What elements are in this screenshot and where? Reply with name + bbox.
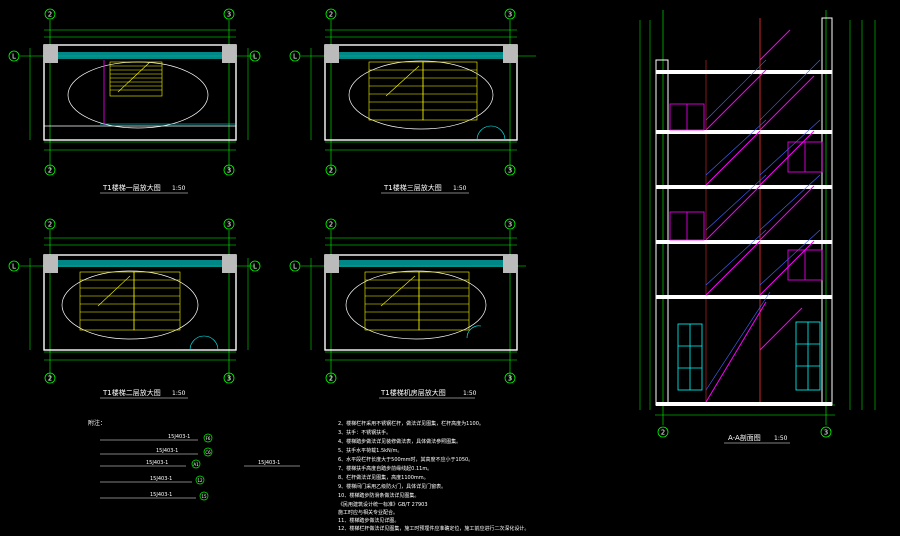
legend-ref: 15J403-1 bbox=[150, 492, 172, 498]
stair-flight bbox=[368, 61, 478, 121]
section-doors bbox=[669, 103, 823, 281]
plan-2: 2 3 2 3 L L T1楼梯二层 bbox=[8, 218, 261, 399]
note-line: 6、水平段栏杆长度大于500mm时，其高度不应小于1050。 bbox=[338, 456, 473, 463]
note-line: 9、楼梯间门采用乙级防火门，具体详见门窗表。 bbox=[338, 483, 446, 490]
walls bbox=[43, 254, 237, 351]
note-line: 12、楼梯栏杆做法详见图集，施工时预埋件应准确定位，施工前应进行二次深化设计。 bbox=[338, 525, 529, 532]
axis-right-top: 3 bbox=[508, 221, 512, 229]
note-line: 3、扶手：不锈钢扶手。 bbox=[338, 429, 391, 436]
stair-flight bbox=[79, 271, 181, 331]
axis-row-left: L bbox=[12, 263, 16, 271]
legend-tag: F6 bbox=[206, 436, 211, 441]
axis-left-top: 2 bbox=[48, 11, 52, 19]
door-swings bbox=[189, 335, 219, 351]
axis-right-top: 3 bbox=[227, 11, 231, 19]
axis-left-bottom: 2 bbox=[48, 375, 52, 383]
axis-row-left: L bbox=[293, 53, 297, 61]
plan-scale: 1:50 bbox=[172, 390, 186, 397]
legend-heading: 附注： bbox=[88, 419, 106, 427]
plan-machine: 2 3 2 3 L T1楼梯机房层放大图 bbox=[289, 218, 526, 399]
legend-ref: 15J403-1 bbox=[146, 460, 168, 466]
note-line: 2、楼梯栏杆采用不锈钢栏杆，做法详见图集，栏杆高度为1100。 bbox=[338, 420, 484, 427]
note-line: 10、楼梯踏步防滑条做法详见图集。 bbox=[338, 492, 419, 499]
axis-left-top: 2 bbox=[329, 221, 333, 229]
legend-row: 15J403-1 F6 bbox=[100, 433, 213, 443]
legend-ref: 15J403-1 bbox=[168, 434, 190, 440]
walls bbox=[324, 44, 518, 141]
axis-right-bottom: 3 bbox=[227, 375, 231, 383]
legend-ref-2: 15J403-1 bbox=[258, 460, 280, 466]
section-glazing bbox=[677, 321, 821, 391]
legend-tag: A1 bbox=[193, 462, 199, 467]
note-line: 7、楼梯扶手高度自踏步前缘线起0.11m。 bbox=[338, 465, 432, 472]
notes: 2、楼梯栏杆采用不锈钢栏杆，做法详见图集，栏杆高度为1100。 3、扶手：不锈钢… bbox=[338, 420, 529, 532]
legend-ref: 15J403-1 bbox=[156, 448, 178, 454]
axis-right-bottom: 3 bbox=[227, 167, 231, 175]
axis-left-top: 2 bbox=[48, 221, 52, 229]
stair-outline bbox=[61, 270, 199, 340]
legend: 附注： 15J403-1 F6 15J403-1 C6 15J403-1 A1 … bbox=[88, 419, 300, 501]
note-line: 11、楼梯踏步做法见详图。 bbox=[338, 517, 399, 524]
axis-row-left: L bbox=[293, 263, 297, 271]
plan-scale: 1:50 bbox=[172, 185, 186, 192]
legend-tag: C6 bbox=[205, 450, 211, 455]
walls bbox=[43, 44, 237, 141]
section-axes: 2 3 bbox=[657, 10, 832, 438]
section-scale: 1:50 bbox=[774, 435, 788, 442]
axis-left-top: 2 bbox=[329, 11, 333, 19]
dimension-lines bbox=[310, 29, 517, 151]
stair-outline bbox=[345, 270, 487, 340]
axis-row-left: L bbox=[12, 53, 16, 61]
section-title: A-A剖面图 bbox=[728, 433, 761, 442]
axis-row-right: L bbox=[253, 263, 257, 271]
plan-1: 2 3 2 3 L L bbox=[8, 8, 261, 194]
plan-scale: 1:50 bbox=[463, 390, 477, 397]
note-line: 4、楼梯踏步做法详见装修做法表，具体做法参照图集。 bbox=[338, 438, 461, 445]
legend-row: 15J403-1 15 bbox=[100, 491, 209, 501]
axis-right-bottom: 3 bbox=[508, 375, 512, 383]
door-swings bbox=[476, 125, 506, 141]
stair-outline bbox=[348, 60, 494, 130]
note-line: 《民用建筑设计统一标准》GB/T 27903 bbox=[338, 501, 428, 508]
door-swings bbox=[466, 325, 482, 339]
legend-row: 15J403-1 A1 15J403-1 bbox=[100, 459, 300, 469]
note-line: 8、栏杆做法详见图集，高度1100mm。 bbox=[338, 474, 429, 481]
section-a-a: 2 3 bbox=[639, 10, 876, 444]
plan-title: T1楼梯三层放大图 bbox=[383, 183, 442, 192]
dimension-lines bbox=[29, 29, 249, 151]
walls bbox=[324, 254, 518, 351]
note-line: 施工时应与相关专业配合。 bbox=[338, 509, 398, 516]
dimension-lines bbox=[310, 237, 517, 361]
stair-flights bbox=[705, 29, 815, 403]
axis-left-bottom: 2 bbox=[329, 375, 333, 383]
plan-3: 2 3 2 3 L T1楼梯三层放大图 bbox=[289, 8, 536, 194]
legend-row: 15J403-1 12 bbox=[100, 475, 205, 485]
axis-right-bottom: 3 bbox=[508, 167, 512, 175]
floor-slabs bbox=[656, 70, 832, 406]
section-axis-right: 3 bbox=[824, 429, 828, 437]
axis-right-top: 3 bbox=[508, 11, 512, 19]
axis-row-right: L bbox=[253, 53, 257, 61]
plan-title: T1楼梯二层放大图 bbox=[102, 388, 161, 397]
legend-ref: 15J403-1 bbox=[150, 476, 172, 482]
dimension-lines bbox=[29, 237, 249, 361]
plan-scale: 1:50 bbox=[453, 185, 467, 192]
legend-tag: 15 bbox=[201, 494, 207, 499]
axis-left-bottom: 2 bbox=[48, 167, 52, 175]
stair-flight bbox=[109, 61, 163, 97]
axis-right-top: 3 bbox=[227, 221, 231, 229]
legend-row: 15J403-1 C6 bbox=[100, 447, 213, 457]
stair-flight bbox=[364, 271, 470, 331]
section-axis-left: 2 bbox=[661, 429, 665, 437]
legend-tag: 12 bbox=[197, 478, 203, 483]
handrails bbox=[705, 59, 821, 391]
note-line: 5、扶手水平荷载1.5kN/m。 bbox=[338, 447, 402, 454]
plan-title: T1楼梯一层放大图 bbox=[102, 183, 161, 192]
axis-left-bottom: 2 bbox=[329, 167, 333, 175]
plan-title: T1楼梯机房层放大图 bbox=[380, 388, 446, 397]
